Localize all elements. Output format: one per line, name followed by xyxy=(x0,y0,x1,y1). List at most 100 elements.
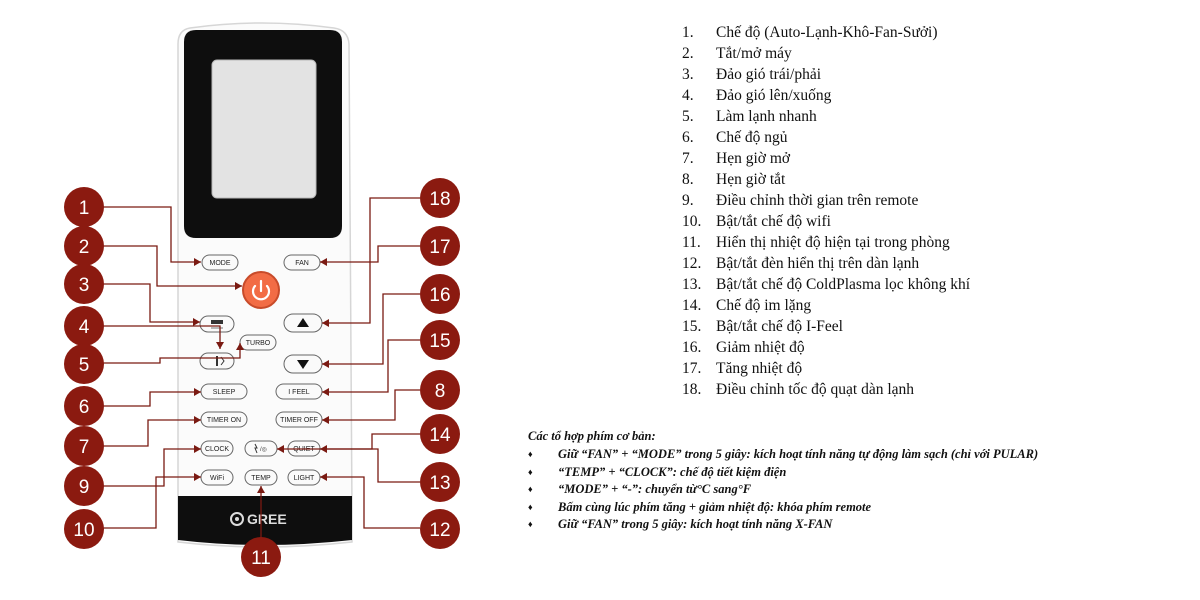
combo-item: ♦Bấm cùng lúc phím tăng + giảm nhiệt độ:… xyxy=(528,499,1038,517)
svg-text:8: 8 xyxy=(435,381,446,402)
legend-text: Đảo gió lên/xuống xyxy=(716,87,832,104)
legend-item: 8. Hẹn giờ tắt xyxy=(682,169,970,190)
wifi-button[interactable]: WiFi xyxy=(200,469,234,486)
leader-line-5 xyxy=(101,343,241,364)
legend-number: 16. xyxy=(682,339,702,356)
svg-text:13: 13 xyxy=(429,473,450,494)
combo-item: ♦“MODE” + “-”: chuyển từ°C sang°F xyxy=(528,481,1038,499)
svg-text:LIGHT: LIGHT xyxy=(294,475,315,482)
leader-line-9 xyxy=(101,448,201,487)
combo-item: ♦“TEMP” + “CLOCK”: chế độ tiết kiệm điện xyxy=(528,464,1038,482)
svg-text:7: 7 xyxy=(79,437,90,458)
up-arrow-icon xyxy=(297,318,309,327)
lcd-screen xyxy=(211,59,317,199)
legend-number: 15. xyxy=(682,318,702,335)
leader-line-18 xyxy=(322,197,420,324)
legend-text: Chế độ ngủ xyxy=(716,129,788,146)
leader-arrows xyxy=(193,258,329,493)
legend-item: 17.Tăng nhiệt độ xyxy=(682,358,970,379)
remote-diagram: GREE MODE FAN TURBO xyxy=(64,22,460,577)
callout-9: 9 xyxy=(64,466,104,506)
sleep-button[interactable]: SLEEP xyxy=(200,383,248,400)
plasma-button[interactable]: /◎ xyxy=(244,440,278,457)
diamond-bullet-icon: ♦ xyxy=(528,449,533,459)
swing-horizontal-button[interactable] xyxy=(199,315,235,333)
legend-item: 12. Bật/tắt đèn hiển thị trên dàn lạnh xyxy=(682,253,970,274)
combos-title: Các tổ hợp phím cơ bản: xyxy=(528,429,656,443)
legend-number: 14. xyxy=(682,297,702,314)
svg-text:MODE: MODE xyxy=(210,260,231,267)
leader-line-10 xyxy=(101,476,201,529)
legend-number: 9. xyxy=(682,192,694,209)
power-button[interactable] xyxy=(242,271,280,309)
legend-number: 7. xyxy=(682,150,694,167)
fan-button[interactable]: FAN xyxy=(283,254,321,271)
svg-text:TIMER ON: TIMER ON xyxy=(207,417,241,424)
legend-text: Làm lạnh nhanh xyxy=(716,108,817,125)
leader-line-4 xyxy=(101,325,221,349)
svg-text:1: 1 xyxy=(79,198,90,219)
callout-11: 11 xyxy=(241,537,281,577)
power-icon xyxy=(251,279,271,301)
legend-text: Hiển thị nhiệt độ hiện tại trong phòng xyxy=(716,234,950,251)
turbo-button[interactable]: TURBO xyxy=(239,334,277,351)
diamond-bullet-icon: ♦ xyxy=(528,484,533,494)
callout-5: 5 xyxy=(64,344,104,384)
legend-text: Bật/tắt chế độ I-Feel xyxy=(716,318,843,335)
svg-text:SLEEP: SLEEP xyxy=(213,389,236,396)
svg-text:CLOCK: CLOCK xyxy=(205,446,229,453)
combo-item: ♦Giữ “FAN” + “MODE” trong 5 giây: kích h… xyxy=(528,446,1038,464)
svg-text:16: 16 xyxy=(429,285,450,306)
legend-number: 17. xyxy=(682,360,702,377)
clock-button[interactable]: CLOCK xyxy=(200,440,234,457)
callout-2: 2 xyxy=(64,226,104,266)
remote-bottom-panel xyxy=(178,496,352,545)
light-button[interactable]: LIGHT xyxy=(287,469,321,486)
gree-logo: GREE xyxy=(230,511,287,527)
callout-16: 16 xyxy=(420,274,460,314)
timer-on-button[interactable]: TIMER ON xyxy=(200,411,248,428)
legend-item: 13.Bật/tắt chế độ ColdPlasma lọc không k… xyxy=(682,274,970,295)
svg-text:9: 9 xyxy=(79,477,90,498)
swing-vertical-button[interactable] xyxy=(199,352,235,370)
down-button[interactable] xyxy=(283,354,323,374)
legend-item: 16.Giảm nhiệt độ xyxy=(682,337,970,358)
swing-horizontal-icon xyxy=(211,320,223,329)
callout-6: 6 xyxy=(64,386,104,426)
combos-list: ♦Giữ “FAN” + “MODE” trong 5 giây: kích h… xyxy=(528,446,1038,534)
ifeel-button[interactable]: I FEEL xyxy=(275,383,323,400)
legend-number: 18. xyxy=(682,381,702,398)
leader-line-6 xyxy=(101,391,201,407)
legend-number: 11. xyxy=(682,234,701,251)
leader-line-7 xyxy=(101,419,201,447)
legend-text: Đảo gió trái/phải xyxy=(716,66,822,83)
up-button[interactable] xyxy=(283,313,323,333)
legend-number: 8. xyxy=(682,171,694,188)
legend-item: 7.Hẹn giờ mở xyxy=(682,148,970,169)
legend-item: 9.Điều chỉnh thời gian trên remote xyxy=(682,190,970,211)
legend-number: 2. xyxy=(682,45,694,62)
mode-button[interactable]: MODE xyxy=(201,254,239,271)
legend-item: 11. Hiển thị nhiệt độ hiện tại trong phòn… xyxy=(682,232,970,253)
callout-18: 18 xyxy=(420,178,460,218)
callout-13: 13 xyxy=(420,462,460,502)
leader-line-8 xyxy=(322,389,420,421)
leader-line-1 xyxy=(101,206,201,263)
svg-text:2: 2 xyxy=(79,237,90,258)
svg-text:/◎: /◎ xyxy=(260,447,267,453)
callout-3: 3 xyxy=(64,264,104,304)
callout-1: 1 xyxy=(64,187,104,227)
svg-text:3: 3 xyxy=(79,275,90,296)
timer-off-button[interactable]: TIMER OFF xyxy=(275,411,323,428)
callout-8: 8 xyxy=(420,370,460,410)
legend-text: Bật/tắt đèn hiển thị trên dàn lạnh xyxy=(716,255,920,272)
legend-text: Chế độ (Auto-Lạnh-Khô-Fan-Sưởi) xyxy=(716,24,938,41)
legend-number: 1. xyxy=(682,24,694,41)
legend-text: Hẹn giờ tắt xyxy=(716,171,786,188)
temp-button[interactable]: TEMP xyxy=(244,469,278,486)
legend-number: 6. xyxy=(682,129,694,146)
callout-15: 15 xyxy=(420,320,460,360)
svg-text:18: 18 xyxy=(429,189,450,210)
legend-text: Bật/tắt chế độ ColdPlasma lọc không khí xyxy=(716,276,970,293)
legend-number: 12. xyxy=(682,255,702,272)
